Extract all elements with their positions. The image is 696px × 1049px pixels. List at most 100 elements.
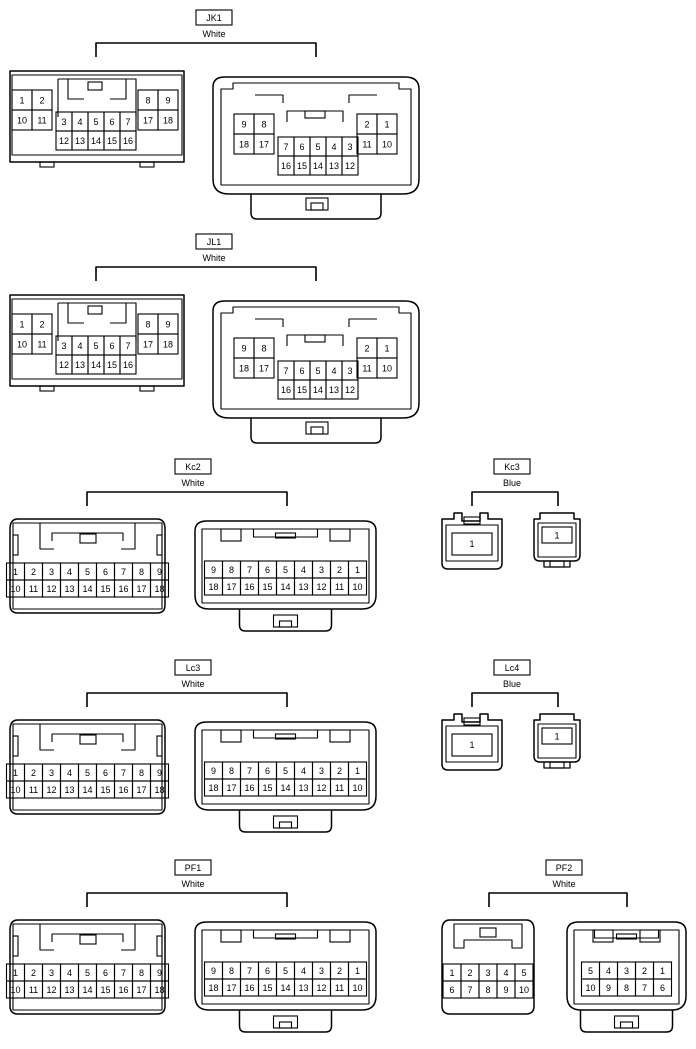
pin-number: 1	[469, 539, 474, 549]
pin-number: 12	[46, 985, 56, 995]
connector-bracket	[86, 692, 288, 707]
male-lock-inner	[67, 303, 127, 324]
female-rib-block	[329, 729, 351, 743]
pin-cavity	[149, 780, 170, 799]
pin-number: 5	[588, 966, 593, 976]
pin-number: 7	[642, 983, 647, 993]
latch-tab	[304, 110, 326, 119]
connector-bracket	[95, 42, 317, 57]
pin-number: 14	[280, 783, 290, 793]
side-rib	[12, 735, 19, 757]
pin-number: 3	[49, 768, 54, 778]
pin-number: 4	[301, 766, 306, 776]
pin-number: 3	[49, 968, 54, 978]
latch-tab	[479, 927, 497, 938]
connector-label-box	[174, 659, 212, 676]
female-rib-block	[220, 729, 242, 743]
pin-cavity	[253, 133, 275, 155]
pin-number: 2	[31, 768, 36, 778]
pin-number: 11	[37, 340, 46, 350]
female-rib-block	[220, 528, 242, 542]
male-housing	[9, 518, 166, 614]
pin-cavity	[347, 577, 368, 596]
pin-number: 12	[316, 983, 326, 993]
pin-number: 18	[154, 985, 164, 995]
connector-label-box	[174, 859, 212, 876]
pin-number: 14	[313, 161, 323, 171]
pin-number: 5	[85, 567, 90, 577]
female-rib-block	[639, 929, 661, 943]
bottom-latch-inner	[310, 426, 324, 435]
pin-number: 7	[247, 565, 252, 575]
pin-number: 18	[208, 983, 218, 993]
male-lock-frame	[57, 78, 137, 117]
connector-bracket	[488, 892, 628, 907]
female-bottom-skirt	[579, 1010, 674, 1033]
pin-number: 2	[467, 968, 472, 978]
connector-label: PF2	[556, 863, 573, 873]
pin-cavity	[541, 526, 573, 544]
pin-number: 11	[335, 783, 344, 793]
connector-bracket	[471, 692, 559, 707]
female-lock	[286, 334, 344, 346]
pin-number: 16	[118, 584, 128, 594]
pin-number: 5	[283, 766, 288, 776]
pin-number: 11	[362, 364, 371, 374]
pin-cavity	[376, 133, 398, 155]
pin-number: 2	[337, 766, 342, 776]
female-lock	[252, 529, 319, 538]
male-lock-frame	[57, 302, 137, 341]
pin-number: 17	[226, 783, 236, 793]
pin-number: 7	[283, 142, 288, 152]
pin-cavity	[376, 357, 398, 379]
female-housing	[212, 300, 420, 419]
pin-number: 9	[606, 983, 611, 993]
pin-number: 4	[77, 117, 82, 127]
pin-number: 2	[364, 120, 369, 130]
pin-number: 6	[299, 142, 304, 152]
pin-cavity	[119, 130, 137, 151]
connector-label-box	[493, 659, 531, 676]
female-rib	[255, 318, 377, 327]
pin-number: 12	[345, 385, 355, 395]
female-rib-block	[592, 929, 614, 943]
female-bottom-skirt	[238, 1010, 333, 1033]
pin-number: 8	[229, 966, 234, 976]
pin-number: 16	[118, 985, 128, 995]
pin-number: 4	[331, 366, 336, 376]
pin-number: 13	[329, 161, 339, 171]
pin-number: 6	[109, 117, 114, 127]
connector-color: Blue	[503, 478, 521, 488]
bottom-latch	[305, 421, 329, 435]
latch-tab	[79, 934, 97, 945]
pin-number: 3	[61, 117, 66, 127]
pin-number: 4	[301, 966, 306, 976]
pin-number: 12	[59, 360, 69, 370]
pin-cavity	[157, 333, 179, 355]
pin-number: 14	[91, 360, 101, 370]
male-housing	[9, 919, 166, 1015]
pin-number: 1	[384, 344, 389, 354]
pin-number: 6	[103, 567, 108, 577]
pin-number: 8	[139, 567, 144, 577]
pin-number: 6	[265, 565, 270, 575]
pin-number: 1	[355, 766, 360, 776]
pin-number: 14	[82, 584, 92, 594]
pin-number: 12	[345, 161, 355, 171]
pin-number: 6	[265, 966, 270, 976]
pin-number: 15	[262, 783, 272, 793]
female-housing-inner	[201, 528, 370, 604]
pin-number: 1	[449, 968, 454, 978]
connector-bracket	[95, 266, 317, 281]
pin-number: 17	[136, 985, 146, 995]
pin-number: 4	[331, 142, 336, 152]
female-housing	[212, 76, 420, 195]
side-rib	[12, 534, 19, 556]
pin-number: 8	[229, 766, 234, 776]
pin-cavity	[652, 978, 673, 997]
pin-number: 1	[13, 567, 18, 577]
female-housing-inner	[201, 929, 370, 1005]
